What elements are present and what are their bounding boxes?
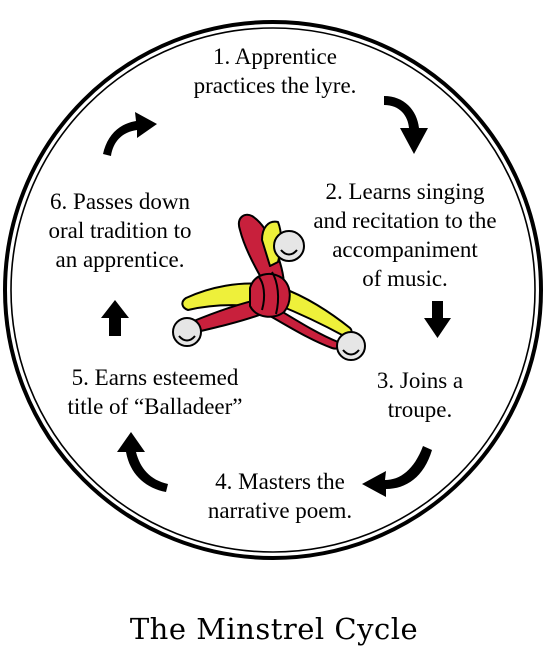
- bell-right-icon: [336, 331, 366, 361]
- arrow-6-to-1-icon: [103, 112, 157, 156]
- diagram-caption: The Minstrel Cycle: [129, 612, 419, 646]
- step-6-label: 6. Passes down oral tradition to an appr…: [20, 187, 220, 274]
- bell-left-icon: [172, 317, 202, 347]
- step-6-line-2: oral tradition to: [48, 218, 192, 243]
- arrow-3-to-4-icon: [362, 446, 432, 497]
- step-5-label: 5. Earns esteemed title of “Balladeer”: [40, 363, 270, 421]
- step-4-line-1: 4. Masters the: [215, 469, 345, 494]
- step-4-line-2: narrative poem.: [207, 498, 353, 523]
- cycle-circle-inner: [10, 27, 536, 553]
- step-5-line-1: 5. Earns esteemed: [71, 365, 239, 390]
- step-3-label: 3. Joins a troupe.: [350, 366, 490, 424]
- step-4-label: 4. Masters the narrative poem.: [170, 467, 390, 525]
- step-6-line-1: 6. Passes down: [50, 189, 190, 214]
- step-1-line-2: practices the lyre.: [193, 73, 357, 98]
- step-1-line-1: 1. Apprentice: [213, 44, 337, 69]
- step-5-line-2: title of “Balladeer”: [67, 394, 243, 419]
- step-2-line-4: of music.: [362, 266, 448, 291]
- step-6-line-3: an apprentice.: [55, 247, 185, 272]
- step-3-line-1: 3. Joins a: [376, 368, 464, 393]
- arrow-2-to-3-icon: [424, 301, 451, 338]
- step-2-line-3: accompaniment: [332, 237, 478, 262]
- cycle-circle-outer: [3, 20, 543, 560]
- step-2-line-2: and recitation to the: [313, 208, 497, 233]
- step-1-label: 1. Apprentice practices the lyre.: [150, 42, 400, 100]
- arrow-4-to-5-icon: [117, 432, 168, 492]
- arrow-1-to-2-icon: [384, 96, 428, 154]
- step-2-label: 2. Learns singing and recitation to the …: [290, 177, 520, 293]
- arrow-5-to-6-icon: [101, 300, 129, 336]
- step-3-line-2: troupe.: [387, 397, 453, 422]
- step-2-line-1: 2. Learns singing: [325, 179, 485, 204]
- bell-top-icon: [273, 230, 305, 262]
